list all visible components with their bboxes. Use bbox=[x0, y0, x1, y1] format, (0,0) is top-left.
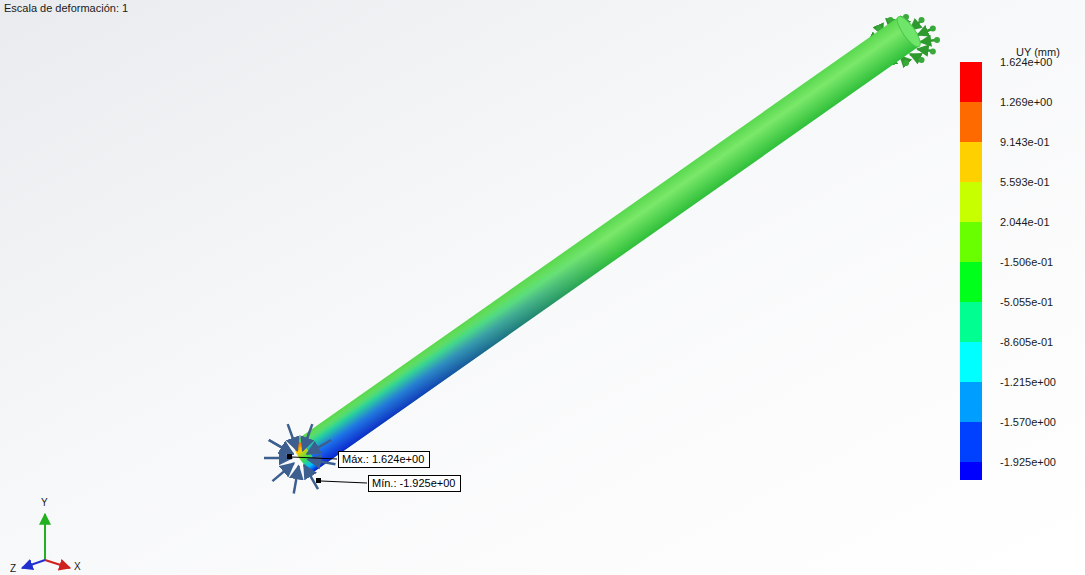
fixture-disc bbox=[919, 17, 925, 23]
legend-value: -1.215e+00 bbox=[1000, 375, 1056, 389]
callout-text: Máx.: 1.624e+00 bbox=[342, 453, 426, 466]
fixture-arrow-shaft bbox=[920, 40, 936, 42]
leader-line bbox=[321, 481, 367, 483]
legend-value: -1.925e+00 bbox=[1000, 455, 1056, 469]
axis-label: X bbox=[74, 560, 81, 574]
load-arrow bbox=[272, 463, 293, 481]
fixture-arrow bbox=[917, 49, 936, 55]
legend-value: 5.593e-01 bbox=[1000, 175, 1050, 189]
fixture-arrow bbox=[910, 54, 925, 63]
color-bar-segment bbox=[960, 382, 982, 422]
fixture-disc bbox=[934, 37, 940, 43]
color-bar-segment bbox=[960, 302, 982, 342]
fixture-arrow bbox=[917, 26, 936, 36]
color-bar-segment bbox=[960, 262, 982, 302]
color-bar-segment bbox=[960, 62, 982, 102]
leader-line bbox=[292, 457, 337, 459]
probe-marker bbox=[287, 454, 292, 459]
load-arrow bbox=[269, 440, 293, 454]
tube-part bbox=[290, 13, 924, 474]
load-arrow bbox=[269, 440, 293, 454]
deformation-scale-title: Escala de deformación: 1 bbox=[4, 1, 128, 15]
color-bar-segment bbox=[960, 182, 982, 222]
legend-value: -8.605e-01 bbox=[1000, 335, 1053, 349]
fixture-disc bbox=[903, 60, 909, 66]
z-axis-arrow bbox=[22, 560, 45, 568]
axis-label: Z bbox=[10, 562, 16, 575]
axis-triad bbox=[22, 514, 70, 568]
color-bar-segment bbox=[960, 222, 982, 262]
callout-text: Mín.: -1.925e+00 bbox=[372, 477, 457, 490]
color-bar-segment bbox=[960, 342, 982, 382]
legend-value: -1.506e-01 bbox=[1000, 255, 1053, 269]
tube-displacement-shading bbox=[295, 17, 919, 471]
load-arrow bbox=[294, 466, 299, 494]
fixture-disc bbox=[919, 57, 925, 63]
load-arrow bbox=[288, 424, 298, 450]
tube-end-cap bbox=[894, 13, 925, 49]
legend-value: -1.570e+00 bbox=[1000, 415, 1056, 429]
fixture-arrow bbox=[920, 37, 940, 43]
load-arrow bbox=[308, 459, 336, 464]
legend-value: 2.044e-01 bbox=[1000, 215, 1050, 229]
legend-value: 1.624e+00 bbox=[1000, 55, 1052, 69]
load-arrow bbox=[307, 440, 331, 454]
probe-marker bbox=[316, 478, 321, 483]
color-bar-segment bbox=[960, 142, 982, 182]
x-axis-arrow bbox=[45, 560, 70, 568]
tube-body bbox=[295, 17, 919, 471]
axis-label: Y bbox=[41, 496, 48, 510]
y-axis-arrow bbox=[44, 514, 46, 560]
fixture-arrow-shaft bbox=[917, 29, 932, 35]
fixture-disc bbox=[930, 26, 936, 32]
color-bar-segment bbox=[960, 422, 982, 462]
color-bar-segment bbox=[960, 462, 982, 480]
color-bar-segment bbox=[960, 102, 982, 142]
load-arrow bbox=[303, 424, 313, 450]
legend-value: 1.269e+00 bbox=[1000, 95, 1052, 109]
fixture-arrow-shaft bbox=[917, 49, 932, 51]
load-arrow bbox=[304, 465, 318, 489]
result-callout: Mín.: -1.925e+00 bbox=[368, 475, 461, 492]
legend-value: -5.055e-01 bbox=[1000, 295, 1053, 309]
fixture-disc bbox=[930, 49, 936, 55]
legend-value: 9.143e-01 bbox=[1000, 135, 1050, 149]
result-callout: Máx.: 1.624e+00 bbox=[338, 451, 430, 468]
